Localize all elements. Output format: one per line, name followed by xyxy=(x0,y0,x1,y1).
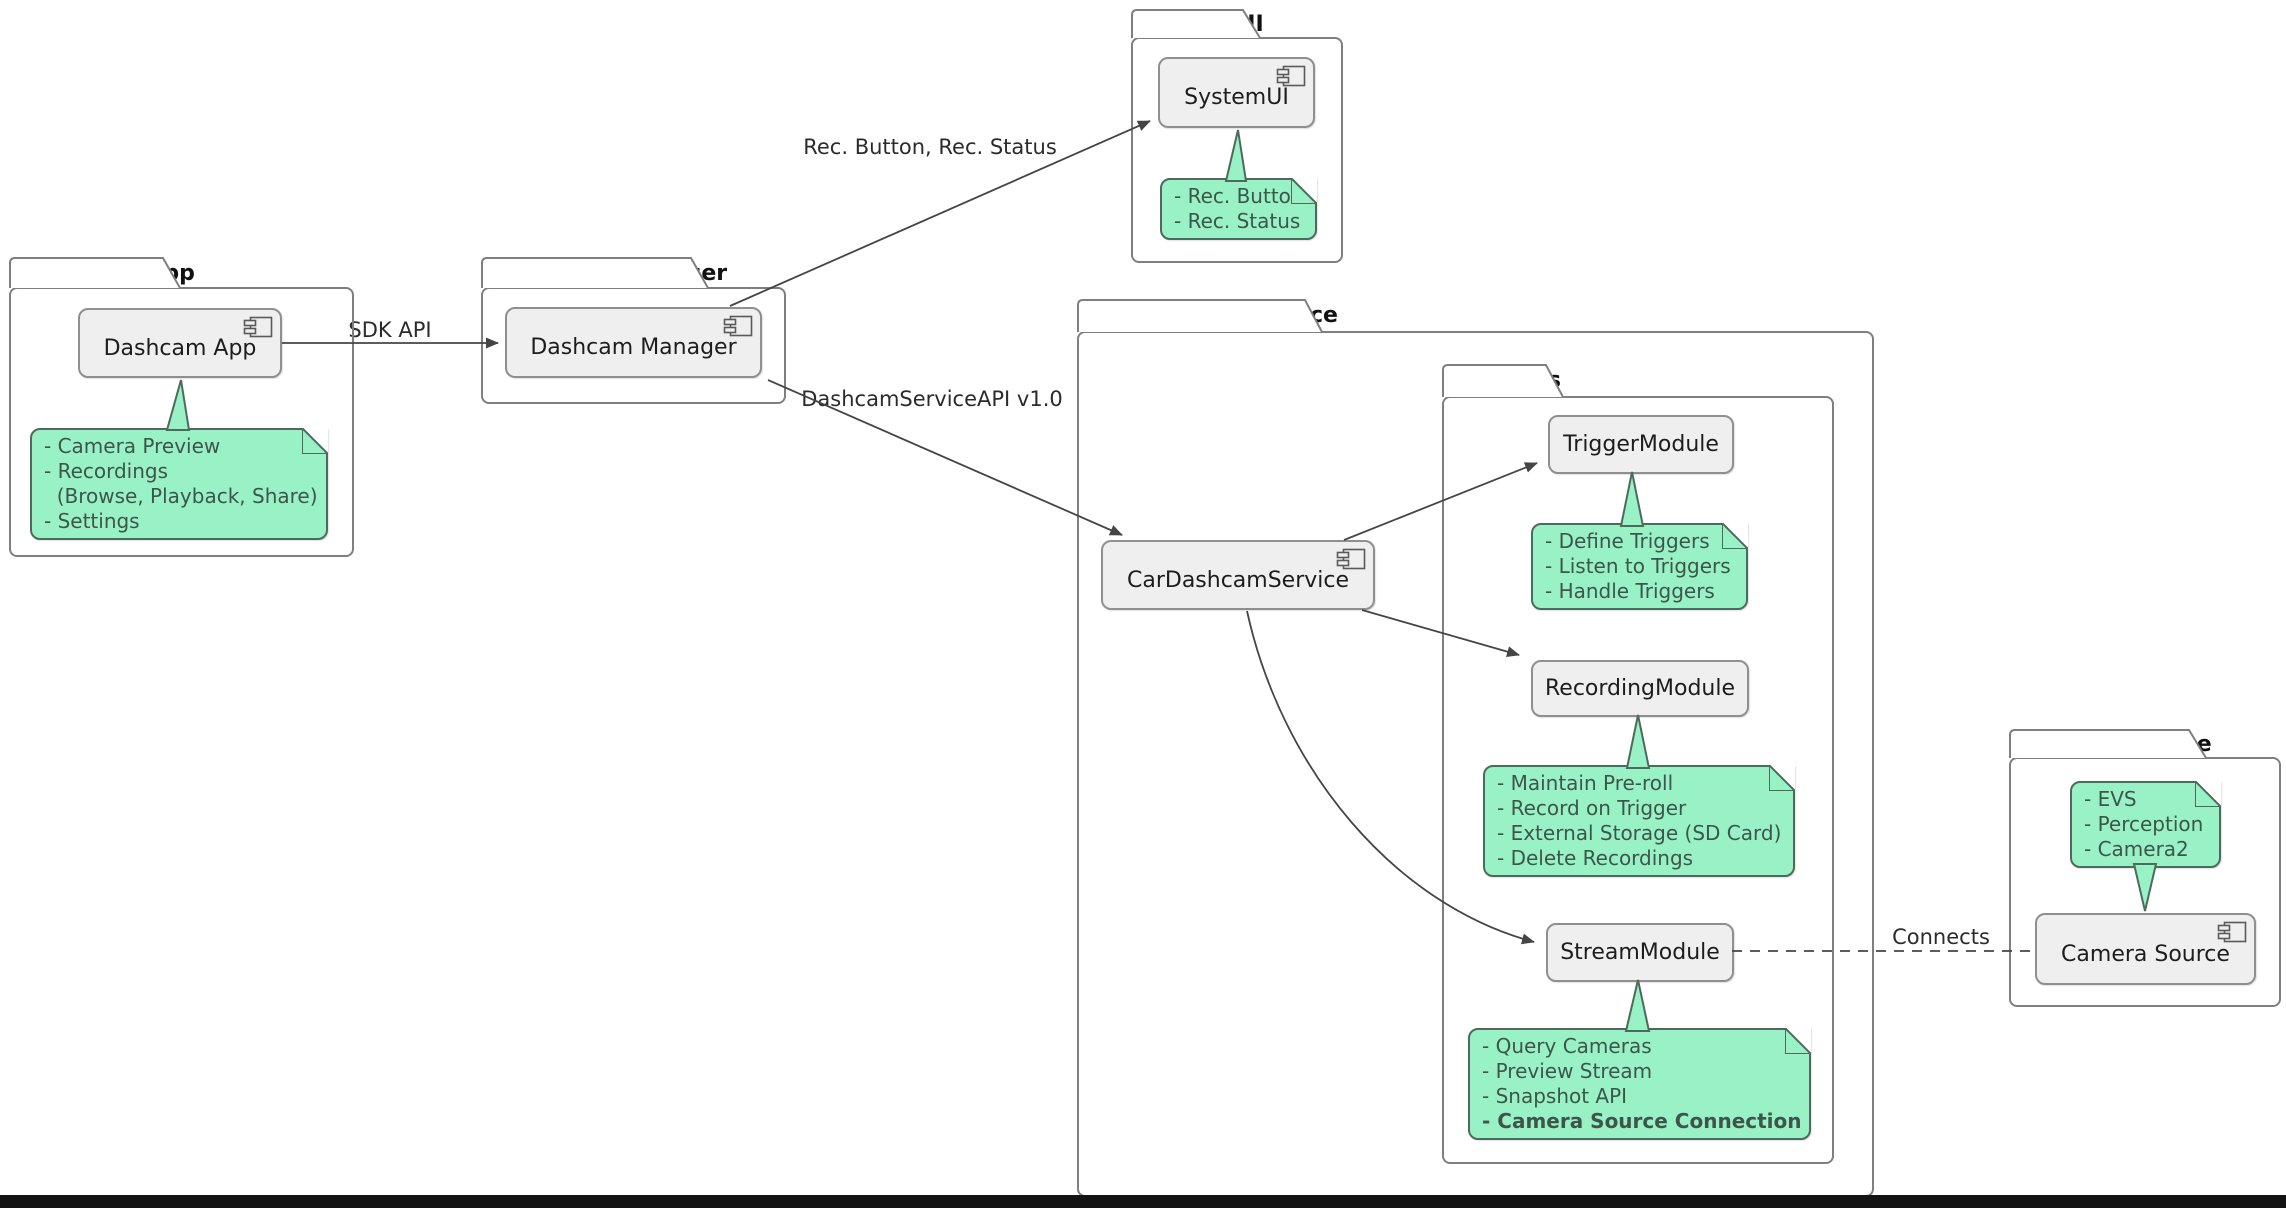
note-line: - Perception xyxy=(2084,812,2204,836)
note-line: - Delete Recordings xyxy=(1497,846,1694,870)
component-label: TriggerModule xyxy=(1563,432,1719,457)
component-dashcam-app: Dashcam App xyxy=(78,308,282,378)
note-camera-source: - EVS - Perception - Camera2 xyxy=(2070,781,2221,868)
note-line: - Camera Source Connection xyxy=(1482,1109,1802,1133)
note-streammodule: - Query Cameras - Preview Stream - Snaps… xyxy=(1468,1028,1811,1140)
note-line: - Record on Trigger xyxy=(1497,796,1687,820)
note-line: - Listen to Triggers xyxy=(1545,554,1731,578)
component-label: StreamModule xyxy=(1560,940,1720,965)
edge-label-sdk-api: SDK API xyxy=(348,318,432,342)
component-streammodule: StreamModule xyxy=(1546,923,1734,982)
package-title-camera-source: Camera Source xyxy=(2024,732,2212,757)
package-borders xyxy=(9,37,2281,1197)
component-label: SystemUI xyxy=(1184,85,1289,110)
component-icon xyxy=(1336,548,1366,570)
component-label: Camera Source xyxy=(2061,941,2230,967)
component-icon xyxy=(723,315,753,337)
component-triggermodule: TriggerModule xyxy=(1548,415,1734,474)
component-label: Dashcam App xyxy=(103,335,257,361)
edge-label-service-api: DashcamServiceAPI v1.0 xyxy=(801,387,1063,411)
package-title-cardashcamservice: CarDashcamService xyxy=(1092,303,1338,328)
component-camera-source: Camera Source xyxy=(2035,913,2256,985)
edge-label-rec-signals: Rec. Button, Rec. Status xyxy=(803,135,1057,159)
note-line: - Preview Stream xyxy=(1482,1059,1653,1083)
note-line: - Settings xyxy=(44,509,140,533)
note-fold-icon xyxy=(1722,523,1748,549)
note-line: - Recordings xyxy=(44,459,169,483)
edge-service-to-recording xyxy=(1361,609,1520,657)
package-title-systemui: SystemUI xyxy=(1146,12,1264,37)
note-dashcam-app: - Camera Preview - Recordings (Browse, P… xyxy=(30,428,328,540)
note-triggermodule: - Define Triggers - Listen to Triggers -… xyxy=(1531,523,1748,610)
component-icon xyxy=(243,316,273,338)
component-icon xyxy=(2217,921,2247,943)
note-recordingmodule: - Maintain Pre-roll - Record on Trigger … xyxy=(1483,765,1795,877)
edge-label-connects: Connects xyxy=(1892,925,1990,949)
note-fold-icon xyxy=(302,428,328,454)
bottom-bar xyxy=(0,1195,2286,1208)
note-fold-icon xyxy=(1291,178,1317,204)
component-recordingmodule: RecordingModule xyxy=(1531,660,1749,717)
note-line: (Browse, Playback, Share) xyxy=(44,484,318,508)
note-fold-icon xyxy=(2195,781,2221,807)
note-line: - Camera Preview xyxy=(44,434,221,458)
edge-service-to-trigger xyxy=(1343,462,1538,541)
package-title-modules: Modules xyxy=(1457,368,1561,393)
note-line: - Snapshot API xyxy=(1482,1084,1628,1108)
package-title-dashcam-app: Dashcam App xyxy=(26,261,195,286)
component-label: CarDashcamService xyxy=(1126,567,1350,593)
component-dashcam-manager: Dashcam Manager xyxy=(505,307,762,378)
note-line: - Handle Triggers xyxy=(1545,579,1715,603)
note-line: - Camera2 xyxy=(2084,837,2189,861)
note-line: - External Storage (SD Card) xyxy=(1497,821,1782,845)
component-label: Dashcam Manager xyxy=(530,335,737,360)
package-title-dashcam-manager: Dashcam Manager xyxy=(498,261,728,286)
note-line: - EVS xyxy=(2084,787,2137,811)
note-fold-icon xyxy=(1785,1028,1811,1054)
note-fold-icon xyxy=(1769,765,1795,791)
note-line: - Rec. Button xyxy=(1174,184,1304,208)
package-tabs xyxy=(9,9,2207,759)
note-line: - Maintain Pre-roll xyxy=(1497,771,1674,795)
note-line: - Rec. Status xyxy=(1174,209,1301,233)
component-icon xyxy=(1276,65,1306,87)
note-line: - Define Triggers xyxy=(1545,529,1710,553)
component-systemui: SystemUI xyxy=(1158,57,1315,128)
note-line: - Query Cameras xyxy=(1482,1034,1652,1058)
component-cardashcamservice: CarDashcamService xyxy=(1101,540,1375,610)
component-label: RecordingModule xyxy=(1544,676,1736,701)
note-systemui: - Rec. Button - Rec. Status xyxy=(1160,178,1317,240)
